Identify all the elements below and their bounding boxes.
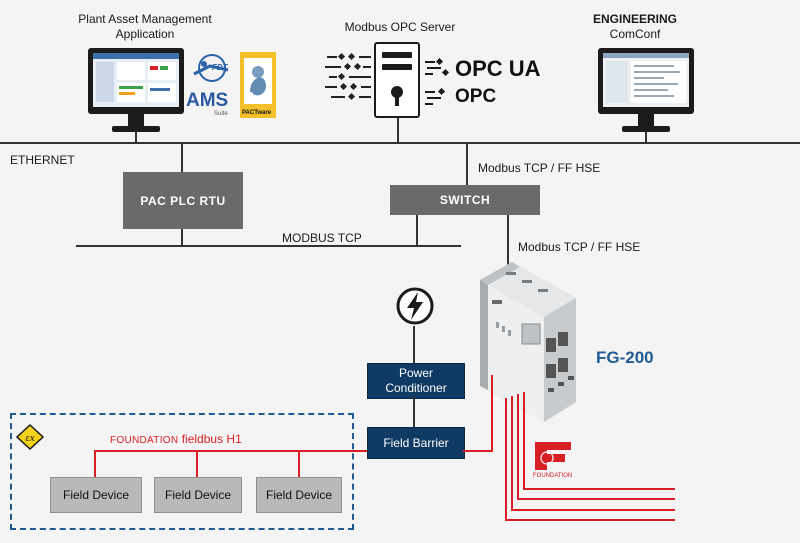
field-device-1: Field Device — [50, 477, 142, 513]
engineering-title: ENGINEERING — [592, 12, 677, 26]
opc-server-title: Modbus OPC Server — [344, 20, 456, 34]
field-device-2: Field Device — [154, 477, 242, 513]
pactware-logo: PACTware — [240, 52, 276, 118]
switch-modbus-link — [416, 215, 418, 245]
ams-logo-sub: Suite — [214, 111, 228, 117]
pam-subtitle: Application — [115, 27, 175, 41]
power-conditioner-line1: Power — [398, 366, 433, 380]
pac-modbus-link — [181, 229, 183, 245]
opc-ua-logo: OPC UA — [425, 56, 555, 82]
power-bolt-icon — [395, 286, 435, 326]
modbus-tcp-bus — [76, 245, 461, 247]
segment-link-up — [491, 375, 493, 452]
engineering-drop-line — [645, 132, 647, 142]
ams-logo-text: AMS — [186, 90, 229, 111]
power-icon-link — [413, 326, 415, 363]
segment-run-1 — [505, 519, 675, 521]
engineering-monitor-icon — [598, 48, 694, 134]
segment-run-4 — [523, 488, 675, 490]
data-stream-icon — [325, 52, 373, 102]
pactware-logo-text: PACTware — [242, 110, 272, 116]
opc-ua-logo-text: OPC UA — [455, 56, 541, 81]
fg200-device-image — [478, 262, 578, 422]
pam-drop-line — [135, 132, 137, 142]
pam-title: Plant Asset Management — [78, 12, 212, 26]
foundation-logo: FOUNDATION — [533, 440, 583, 484]
segment-drop-1 — [505, 398, 507, 521]
segment-drop-4 — [523, 392, 525, 490]
switch-link-label: Modbus TCP / FF HSE — [478, 161, 601, 175]
fieldbus-label-rest: fieldbus H1 — [178, 432, 242, 446]
field-device-3-spur — [298, 450, 300, 477]
power-conditioner-box: Power Conditioner — [367, 363, 465, 399]
segment-drop-3 — [517, 394, 519, 500]
modbus-tcp-label: MODBUS TCP — [282, 231, 362, 245]
segment-run-3 — [517, 498, 675, 500]
foundation-logo-text: FOUNDATION — [533, 473, 573, 479]
server-drop-line — [397, 118, 399, 142]
pac-plc-rtu-box: PAC PLC RTU — [123, 172, 243, 229]
opc-logo-text: OPC — [455, 86, 497, 107]
fieldbus-trunk — [94, 450, 367, 452]
engineering-subtitle: ComConf — [609, 27, 661, 41]
switch-ethernet-link — [466, 142, 468, 185]
field-device-2-spur — [196, 450, 198, 477]
field-device-3: Field Device — [256, 477, 342, 513]
power-conditioner-line2: Conditioner — [385, 381, 447, 395]
fg-link-label: Modbus TCP / FF HSE — [518, 240, 641, 254]
fieldbus-label-caps: FOUNDATION — [110, 435, 179, 446]
opc-logo: OPC — [425, 86, 525, 110]
switch-box: SWITCH — [390, 185, 540, 215]
segment-drop-2 — [511, 396, 513, 511]
ethernet-bus — [0, 142, 800, 144]
power-barrier-link — [413, 397, 415, 427]
fdt-logo-text: FDT — [212, 63, 228, 72]
segment-link-barrier — [463, 450, 493, 452]
fg200-label: FG-200 — [596, 348, 654, 367]
switch-fg-link — [507, 215, 509, 267]
pam-monitor-icon — [88, 48, 184, 134]
field-barrier-box: Field Barrier — [367, 427, 465, 459]
pac-ethernet-link — [181, 142, 183, 172]
server-icon — [374, 42, 420, 118]
field-device-1-spur — [94, 450, 96, 477]
ams-logo: AMS Suite — [186, 90, 236, 120]
svg-text:εx: εx — [25, 432, 34, 444]
ex-hazard-icon: εx — [15, 423, 45, 451]
hazardous-area-boundary — [10, 413, 354, 530]
segment-run-2 — [511, 509, 675, 511]
fieldbus-label: FOUNDATION fieldbus H1 — [110, 432, 242, 446]
fdt-logo: FDT — [188, 52, 236, 86]
ethernet-label: ETHERNET — [10, 153, 75, 167]
